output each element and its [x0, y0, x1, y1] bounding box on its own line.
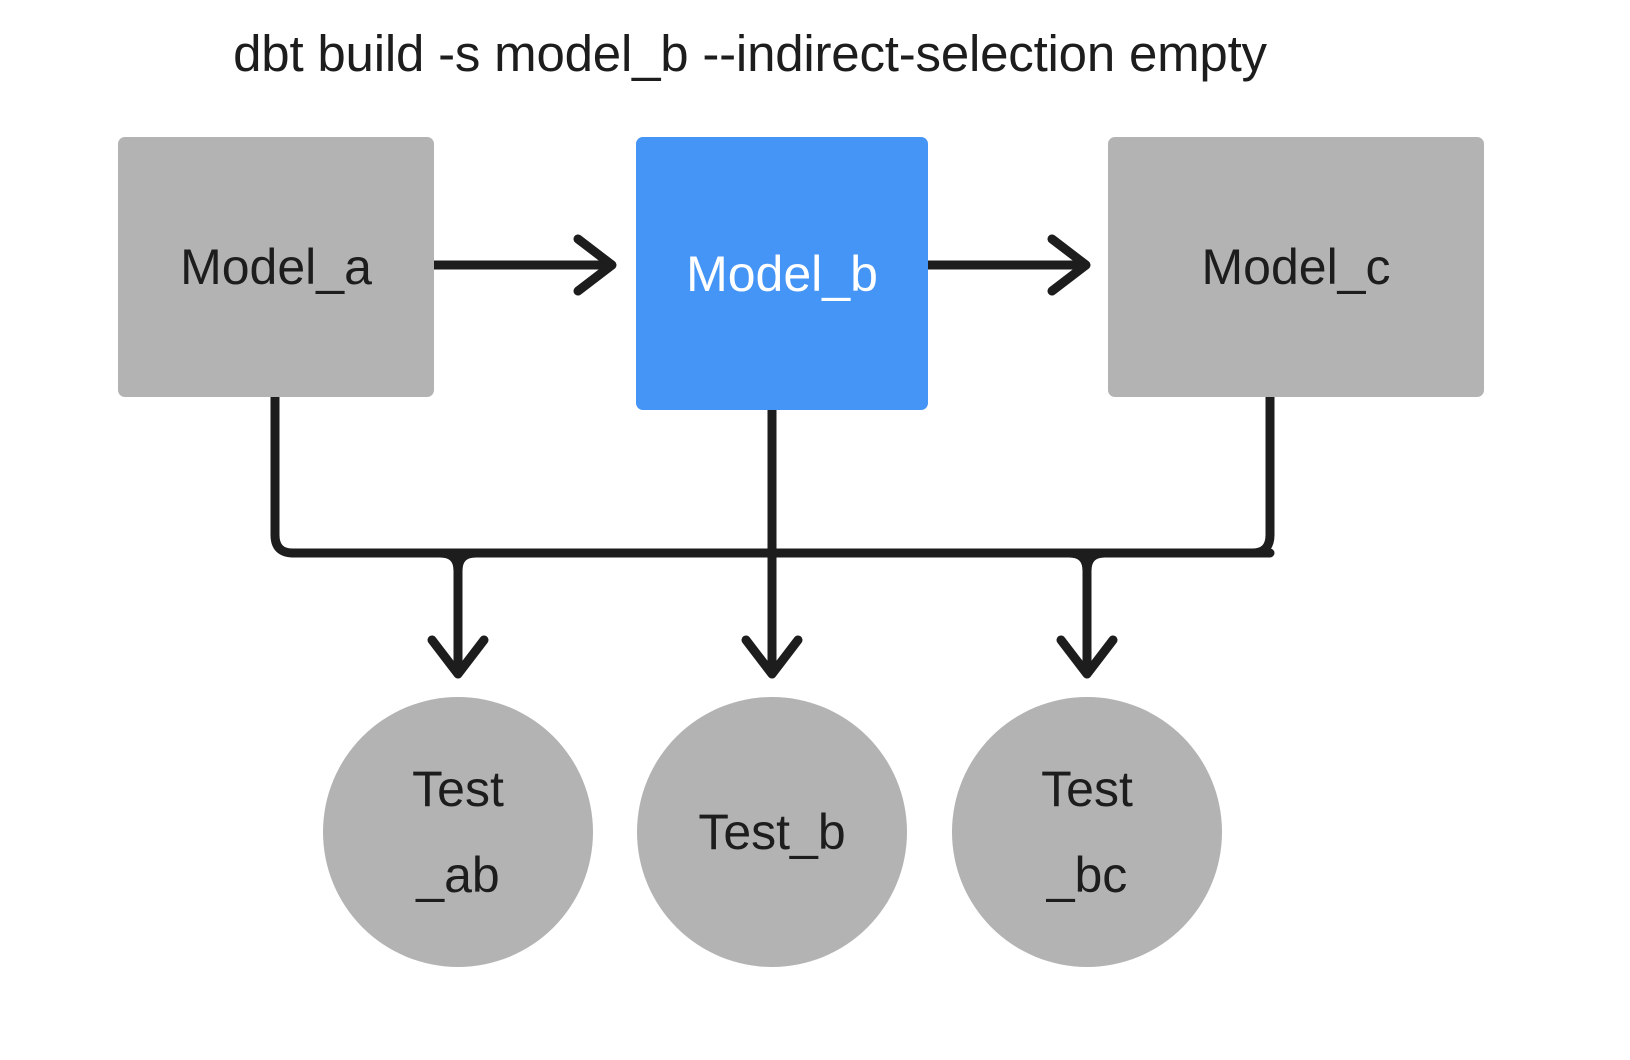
- diagram-title: dbt build -s model_b --indirect-selectio…: [233, 25, 1267, 82]
- edge-model-b-to-test-b-arrowhead: [741, 635, 803, 679]
- edge-bus-drop-to-test-bc-b: [1082, 548, 1110, 576]
- node-test-ab[interactable]: Test _ab: [323, 697, 593, 967]
- edge-model-c-down-to-bus: [288, 392, 1275, 558]
- edge-to-test-bc-arrowhead: [1056, 635, 1118, 679]
- edge-model-b-to-model-c-arrowhead: [1047, 234, 1091, 296]
- edge-model-a-down-to-bus: [270, 392, 1275, 558]
- node-model-c-label: Model_c: [1201, 239, 1391, 295]
- node-model-a-label: Model_a: [180, 239, 372, 295]
- node-model-a[interactable]: Model_a: [118, 137, 434, 397]
- node-model-c[interactable]: Model_c: [1108, 137, 1484, 397]
- edge-bus-drop-to-test-bc: [1064, 548, 1092, 671]
- node-test-b-label: Test_b: [698, 804, 846, 860]
- node-test-bc-label: Test _bc: [1041, 761, 1133, 903]
- edge-bus-drop-to-test-ab: [435, 548, 463, 671]
- node-test-b[interactable]: Test_b: [637, 697, 907, 967]
- node-model-b-label: Model_b: [686, 245, 878, 302]
- node-test-ab-label: Test _ab: [412, 761, 504, 903]
- edge-bus-drop-to-test-ab-b: [453, 548, 481, 576]
- edge-to-test-ab-arrowhead: [427, 635, 489, 679]
- edge-model-a-to-model-b-arrowhead: [573, 234, 617, 296]
- node-test-bc[interactable]: Test _bc: [952, 697, 1222, 967]
- node-model-b[interactable]: Model_b: [636, 137, 928, 410]
